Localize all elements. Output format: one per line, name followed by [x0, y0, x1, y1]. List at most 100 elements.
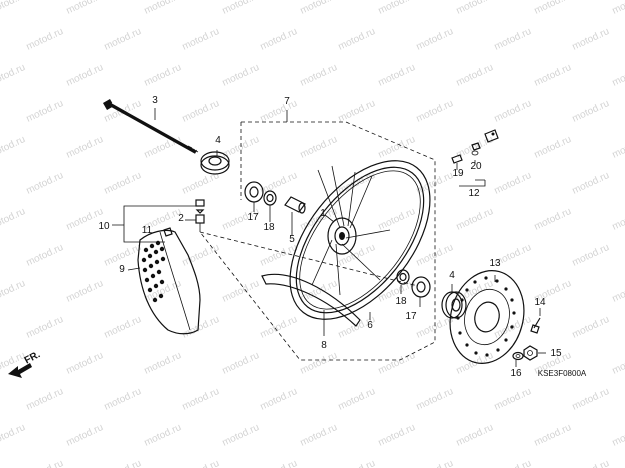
watermark-text: motod.ru	[493, 170, 533, 197]
watermark-text: motod.ru	[0, 62, 27, 89]
watermark-text: motod.ru	[377, 0, 417, 17]
watermark-text: motod.ru	[103, 26, 143, 53]
disc-washer-part	[512, 351, 524, 361]
watermark-text: motod.ru	[25, 386, 65, 413]
watermark-text: motod.ru	[259, 314, 299, 341]
rim-band-part	[261, 273, 361, 327]
callout-12: 12	[468, 188, 480, 199]
callout-11: 11	[142, 225, 153, 236]
watermark-text: motod.ru	[493, 458, 533, 468]
callout-17: 17	[405, 311, 417, 322]
watermark-text: motod.ru	[611, 0, 625, 17]
watermark-text: motod.ru	[571, 242, 611, 269]
fork-leg-part	[137, 229, 201, 335]
watermark-text: motod.ru	[181, 386, 221, 413]
callout-7: 7	[284, 96, 290, 107]
watermark-text: motod.ru	[377, 422, 417, 449]
watermark-text: motod.ru	[221, 350, 261, 377]
watermark-text: motod.ru	[377, 350, 417, 377]
callout-18: 18	[395, 296, 407, 307]
watermark-text: motod.ru	[0, 0, 27, 17]
callout-20: 20	[470, 161, 482, 172]
watermark-text: motod.ru	[533, 134, 573, 161]
catalog-code: KSE3F0800A	[538, 369, 587, 378]
watermark-text: motod.ru	[259, 98, 299, 125]
watermark-text: motod.ru	[143, 62, 183, 89]
watermark-text: motod.ru	[611, 422, 625, 449]
callout-8: 8	[321, 340, 327, 351]
watermark-text: motod.ru	[493, 386, 533, 413]
watermark-text: motod.ru	[221, 62, 261, 89]
watermark-text: motod.ru	[221, 278, 261, 305]
watermark-text: motod.ru	[337, 242, 377, 269]
watermark-text: motod.ru	[143, 134, 183, 161]
leader-10	[112, 205, 200, 243]
watermark-text: motod.ru	[533, 422, 573, 449]
watermark-text: motod.ru	[65, 278, 105, 305]
watermark-text: motod.ru	[0, 422, 27, 449]
watermark-text: motod.ru	[299, 134, 339, 161]
watermark-text: motod.ru	[143, 350, 183, 377]
direction-label: FR.	[23, 349, 43, 366]
watermark-text: motod.ru	[571, 458, 611, 468]
watermark-text: motod.ru	[455, 0, 495, 17]
bearing-part-right	[411, 276, 431, 298]
watermark-text: motod.ru	[25, 314, 65, 341]
brake-disc-part	[449, 270, 525, 364]
speedometer-clip-part	[471, 129, 499, 156]
watermark-text: motod.ru	[103, 458, 143, 468]
callout-18: 18	[263, 222, 275, 233]
watermark-text: motod.ru	[259, 386, 299, 413]
watermark-text: motod.ru	[0, 134, 27, 161]
callout-5: 5	[289, 234, 295, 245]
watermark-text: motod.ru	[415, 98, 455, 125]
watermark-text: motod.ru	[0, 278, 27, 305]
watermark-text: motod.ru	[611, 62, 625, 89]
front-axle-part	[103, 99, 199, 154]
watermark-text: motod.ru	[65, 422, 105, 449]
callout-9: 9	[119, 264, 125, 275]
watermark-text: motod.ru	[337, 386, 377, 413]
watermark-text: motod.ru	[103, 170, 143, 197]
callout-3: 3	[152, 95, 158, 106]
watermark-text: motod.ru	[259, 458, 299, 468]
screw-part	[451, 154, 463, 164]
watermark-text: motod.ru	[65, 0, 105, 17]
watermark-text: motod.ru	[455, 206, 495, 233]
watermark-text: motod.ru	[259, 170, 299, 197]
disc-bolt-part	[530, 317, 541, 334]
distance-collar-part	[284, 196, 306, 214]
disc-nut-part	[523, 345, 538, 361]
watermark-text: motod.ru	[259, 242, 299, 269]
callout-6: 6	[367, 320, 373, 331]
watermark-text: motod.ru	[299, 0, 339, 17]
watermark-text: motod.ru	[415, 26, 455, 53]
valve-clip-part	[163, 227, 173, 237]
watermark-text: motod.ru	[611, 206, 625, 233]
callout-17: 17	[247, 212, 259, 223]
watermark-text: motod.ru	[181, 98, 221, 125]
watermark-text: motod.ru	[571, 26, 611, 53]
watermark-text: motod.ru	[571, 386, 611, 413]
callout-4: 4	[215, 135, 221, 146]
watermark-text: motod.ru	[103, 386, 143, 413]
side-collar-part-right	[441, 291, 467, 319]
callout-4: 4	[449, 270, 455, 281]
watermark-text: motod.ru	[103, 314, 143, 341]
watermark-text: motod.ru	[181, 242, 221, 269]
watermark-text: motod.ru	[377, 134, 417, 161]
watermark-text: motod.ru	[337, 26, 377, 53]
valve-stem-part	[195, 199, 205, 232]
callout-1: 1	[320, 208, 326, 219]
watermark-text: motod.ru	[337, 98, 377, 125]
watermark-text: motod.ru	[455, 62, 495, 89]
watermark-text: motod.ru	[25, 98, 65, 125]
callout-13: 13	[489, 258, 501, 269]
watermark-text: motod.ru	[571, 98, 611, 125]
watermark-text: motod.ru	[143, 422, 183, 449]
watermark-text: motod.ru	[25, 242, 65, 269]
watermark-text: motod.ru	[25, 458, 65, 468]
watermark-text: motod.ru	[611, 278, 625, 305]
